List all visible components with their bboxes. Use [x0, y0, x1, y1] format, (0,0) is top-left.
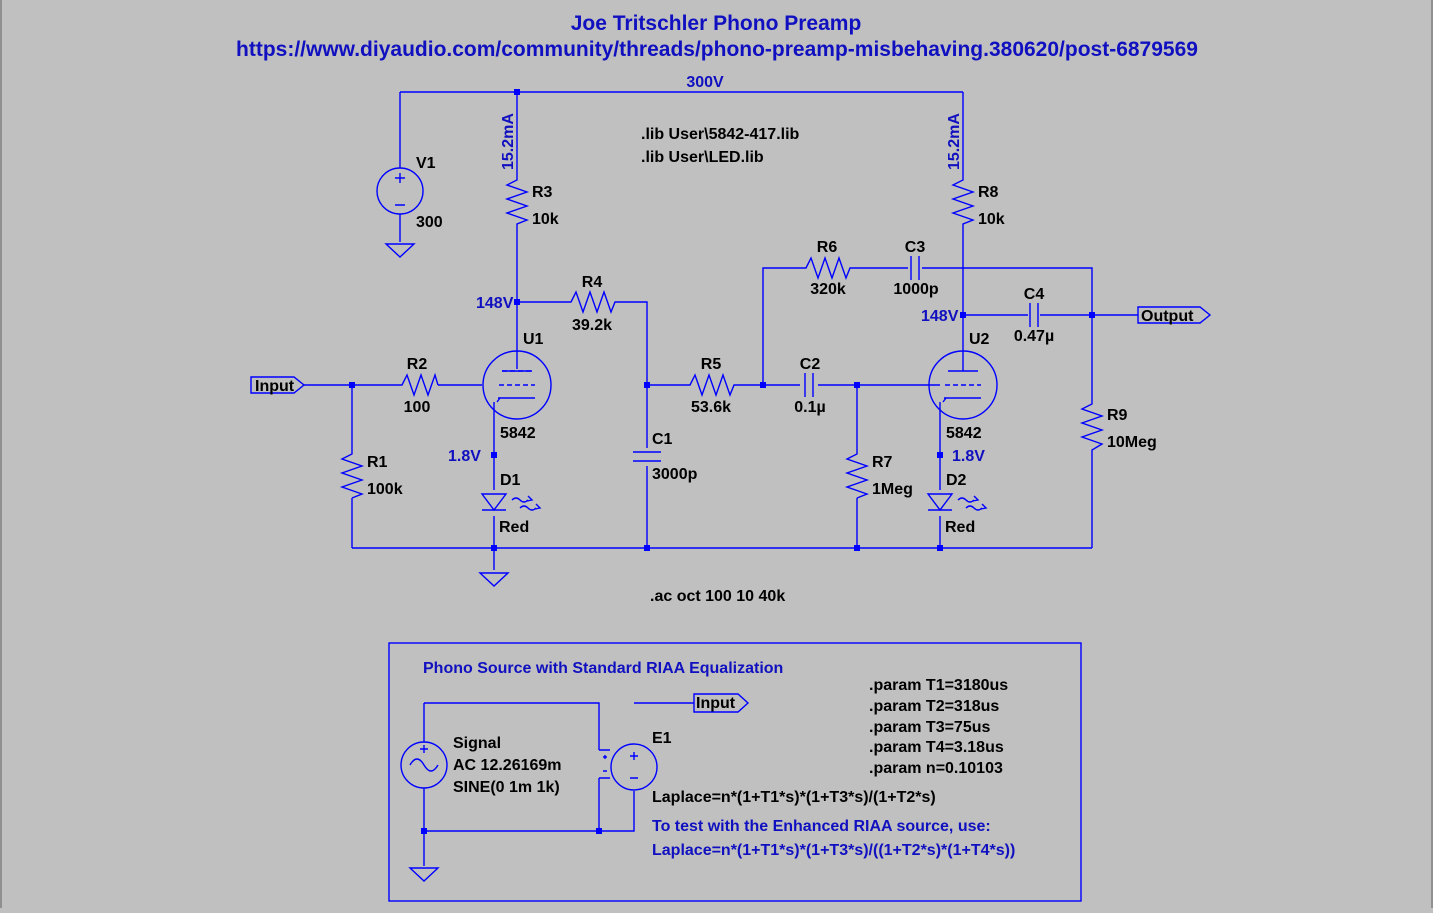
r6-name: R6	[817, 239, 838, 256]
c1-value: 3000p	[652, 466, 698, 483]
d2-name: D2	[946, 472, 967, 489]
r5-value: 53.6k	[691, 399, 731, 416]
r8-name: R8	[978, 184, 999, 201]
d1-value: Red	[499, 519, 529, 536]
c3-name: C3	[905, 239, 926, 256]
laplace-expression: Laplace=n*(1+T1*s)*(1+T3*s)/(1+T2*s)	[652, 789, 936, 806]
param-t3: .param T3=75us	[869, 719, 991, 736]
resistor-r6[interactable]: R6 320k	[800, 239, 854, 298]
current-label-r3: 15.2mA	[500, 113, 517, 170]
d1-name: D1	[500, 472, 521, 489]
schematic-title: Joe Tritschler Phono Preamp	[571, 12, 862, 35]
signal-name: Signal	[453, 735, 501, 752]
c1-name: C1	[652, 431, 673, 448]
input-port-label: Input	[255, 378, 295, 395]
r6-value: 320k	[810, 281, 846, 298]
r7-name: R7	[872, 454, 893, 471]
triode-u2[interactable]: U2 5842	[928, 331, 998, 442]
ground-symbol-source	[408, 867, 440, 882]
r1-name: R1	[367, 454, 388, 471]
input-port-source-label: Input	[696, 695, 736, 712]
source-box-title: Phono Source with Standard RIAA Equaliza…	[423, 660, 783, 677]
ground-symbol-main	[478, 572, 510, 587]
phono-source-box[interactable]: Phono Source with Standard RIAA Equaliza…	[388, 642, 1082, 902]
input-port[interactable]: Input	[250, 376, 306, 395]
ground-symbol-v1	[384, 243, 416, 258]
window-left-edge	[0, 0, 2, 908]
resistor-r1[interactable]: R1 100k	[339, 450, 403, 499]
r4-name: R4	[582, 274, 603, 291]
c3-value: 1000p	[893, 281, 939, 298]
param-n: .param n=0.10103	[869, 760, 1003, 777]
param-list: .param T1=3180us .param T2=318us .param …	[869, 677, 1008, 777]
d2-value: Red	[945, 519, 975, 536]
param-t2: .param T2=318us	[869, 698, 999, 715]
laplace-alt-expression: Laplace=n*(1+T1*s)*(1+T3*s)/((1+T2*s)*(1…	[652, 842, 1015, 859]
capacitor-c4[interactable]: C4 0.47µ	[1014, 286, 1054, 345]
r4-value: 39.2k	[572, 317, 612, 334]
r2-name: R2	[407, 356, 428, 373]
capacitor-c3[interactable]: C3 1000p	[893, 239, 939, 298]
capacitor-c1[interactable]: C1 3000p	[630, 431, 698, 483]
v1-value: 300	[416, 214, 443, 231]
voltage-label-plate1: 148V	[476, 295, 514, 312]
r7-value: 1Meg	[872, 481, 913, 498]
resistor-r2[interactable]: R2 100	[398, 356, 439, 416]
resistor-r8[interactable]: R8 10k	[950, 176, 1005, 230]
c4-value: 0.47µ	[1014, 328, 1054, 345]
current-label-r8: 15.2mA	[946, 113, 963, 170]
voltage-label-cathode2: 1.8V	[952, 448, 985, 465]
r8-value: 10k	[978, 211, 1005, 228]
signal-source[interactable]: Signal AC 12.26169m SINE(0 1m 1k)	[400, 735, 562, 796]
triode-u1[interactable]: U1 5842	[482, 331, 552, 442]
window-right-edge	[1431, 0, 1433, 908]
resistor-r3[interactable]: R3 10k	[504, 176, 559, 230]
r9-value: 10Meg	[1107, 434, 1157, 451]
e1-name: E1	[652, 730, 672, 747]
capacitor-c2[interactable]: C2 0.1µ	[794, 356, 825, 416]
signal-sine: SINE(0 1m 1k)	[453, 779, 560, 796]
voltage-label-plate2: 148V	[921, 308, 959, 325]
c2-value: 0.1µ	[794, 399, 825, 416]
signal-ac: AC 12.26169m	[453, 757, 562, 774]
ac-directive: .ac oct 100 10 40k	[650, 588, 785, 605]
u1-value: 5842	[500, 425, 536, 442]
r9-name: R9	[1107, 407, 1128, 424]
param-t4: .param T4=3.18us	[869, 739, 1004, 756]
u1-name: U1	[523, 331, 544, 348]
resistor-r9[interactable]: R9 10Meg	[1079, 400, 1157, 454]
u2-value: 5842	[946, 425, 982, 442]
wires	[304, 91, 1138, 570]
output-port-label: Output	[1141, 308, 1194, 325]
led-d1[interactable]: D1 Red	[480, 472, 542, 536]
r3-value: 10k	[532, 211, 559, 228]
led-d2[interactable]: D2 Red	[926, 472, 988, 536]
r3-name: R3	[532, 184, 553, 201]
r2-value: 100	[404, 399, 431, 416]
voltage-label-cathode1: 1.8V	[448, 448, 481, 465]
param-t1: .param T1=3180us	[869, 677, 1008, 694]
junction-dots	[349, 89, 1095, 551]
supply-label: 300V	[686, 74, 724, 91]
lib-directive-1: .lib User\5842-417.lib	[641, 126, 800, 143]
output-port[interactable]: Output	[1137, 306, 1212, 325]
u2-name: U2	[969, 331, 990, 348]
voltage-source-v1[interactable]: V1 300	[376, 155, 443, 231]
c4-name: C4	[1024, 286, 1045, 303]
v1-name: V1	[416, 155, 436, 172]
resistor-r7[interactable]: R7 1Meg	[844, 450, 913, 499]
schematic-url: https://www.diyaudio.com/community/threa…	[236, 38, 1198, 61]
input-port-source[interactable]: Input	[693, 693, 750, 713]
enhanced-riaa-note: To test with the Enhanced RIAA source, u…	[652, 818, 991, 835]
r5-name: R5	[701, 356, 722, 373]
c2-name: C2	[800, 356, 821, 373]
lib-directive-2: .lib User\LED.lib	[641, 149, 764, 166]
vcvs-e1[interactable]: E1	[599, 730, 672, 791]
resistor-r5[interactable]: R5 53.6k	[684, 356, 738, 416]
resistor-r4[interactable]: R4 39.2k	[565, 274, 619, 334]
r1-value: 100k	[367, 481, 403, 498]
